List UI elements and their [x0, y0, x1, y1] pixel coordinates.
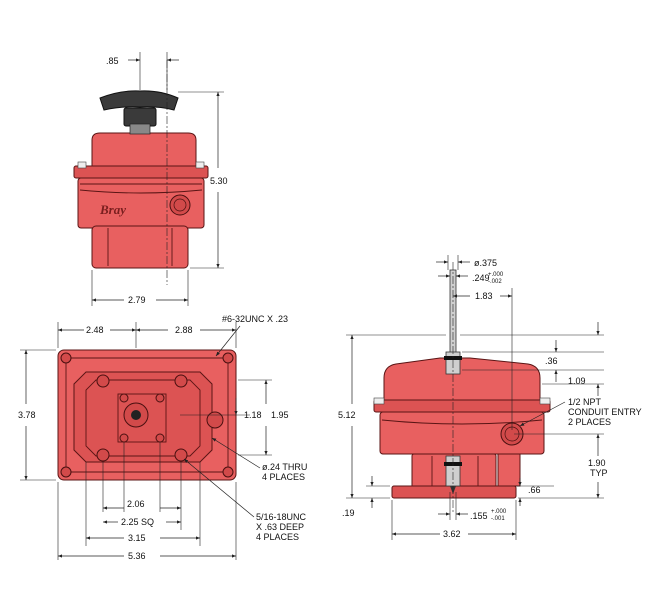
- top-note-thread-2: X .63 DEEP: [256, 522, 304, 532]
- front-view-body: [73, 132, 209, 269]
- top-dim-base: 3.15: [128, 533, 146, 543]
- top-dim-height: 3.78: [18, 410, 36, 420]
- side-dim-bore-tol-lower: -.001: [491, 516, 505, 522]
- side-view: ø.375 .249 +.000 -.002 1.83 .36 1.09 1/2…: [338, 255, 642, 540]
- top-note-thru-1: ø.24 THRU: [262, 462, 307, 472]
- top-note-tapped-hole: #6-32UNC X .23: [222, 314, 288, 324]
- top-dim-right: 2.88: [175, 325, 193, 335]
- top-dim-square: 2.25 SQ: [121, 517, 154, 527]
- side-note-conduit-2: CONDUIT ENTRY: [568, 407, 642, 417]
- front-dim-height: 5.30: [210, 176, 228, 186]
- side-dim-shaft-dia: ø.375: [474, 258, 497, 268]
- side-dim-bore-tol-upper: +.000: [491, 509, 507, 515]
- top-note-thru-2: 4 PLACES: [262, 472, 305, 482]
- front-dim-base-width: 2.79: [128, 295, 146, 305]
- top-view: 2.48 2.88 #6-32UNC X .23 3.78 1.18 1.95 …: [18, 314, 307, 561]
- front-view: Bray .85 5.30 2.79: [73, 52, 228, 306]
- front-dim-knob-offset: .85: [106, 56, 119, 66]
- side-dim-top-height: 1.09: [568, 376, 586, 386]
- top-note-thread-1: 5/16-18UNC: [256, 512, 307, 522]
- side-dim-shaft-tol-lower: -.002: [488, 279, 502, 285]
- side-note-conduit-3: 2 PLACES: [568, 417, 611, 427]
- side-dim-lower-typ: TYP: [590, 468, 608, 478]
- side-dim-shaft-tol-upper: +.000: [488, 272, 504, 278]
- side-dim-shaft-offset: 1.83: [475, 291, 493, 301]
- top-dim-left: 2.48: [86, 325, 104, 335]
- top-dim-overall-width: 5.36: [128, 551, 146, 561]
- top-dim-inner-1: 1.18: [244, 410, 262, 420]
- side-note-conduit-1: 1/2 NPT: [568, 397, 602, 407]
- side-dim-lower: 1.90: [588, 458, 606, 468]
- side-view-body: [373, 357, 551, 499]
- top-view-body: [57, 349, 237, 481]
- side-dim-flange: .19: [342, 508, 355, 518]
- top-note-thread-3: 4 PLACES: [256, 532, 299, 542]
- brand-logo: Bray: [99, 202, 126, 217]
- side-dim-base-width: 3.62: [443, 529, 461, 539]
- side-dim-bore: .155: [470, 511, 488, 521]
- side-dim-top-step: .36: [545, 356, 558, 366]
- top-dim-inner-2: 1.95: [271, 410, 289, 420]
- handwheel-knob: [99, 90, 179, 135]
- side-dim-flange-top: .66: [528, 485, 541, 495]
- side-dim-shaft-tol: .249: [472, 273, 490, 283]
- side-dim-overall-height: 5.12: [338, 410, 356, 420]
- top-dim-bolt-circle: 2.06: [127, 499, 145, 509]
